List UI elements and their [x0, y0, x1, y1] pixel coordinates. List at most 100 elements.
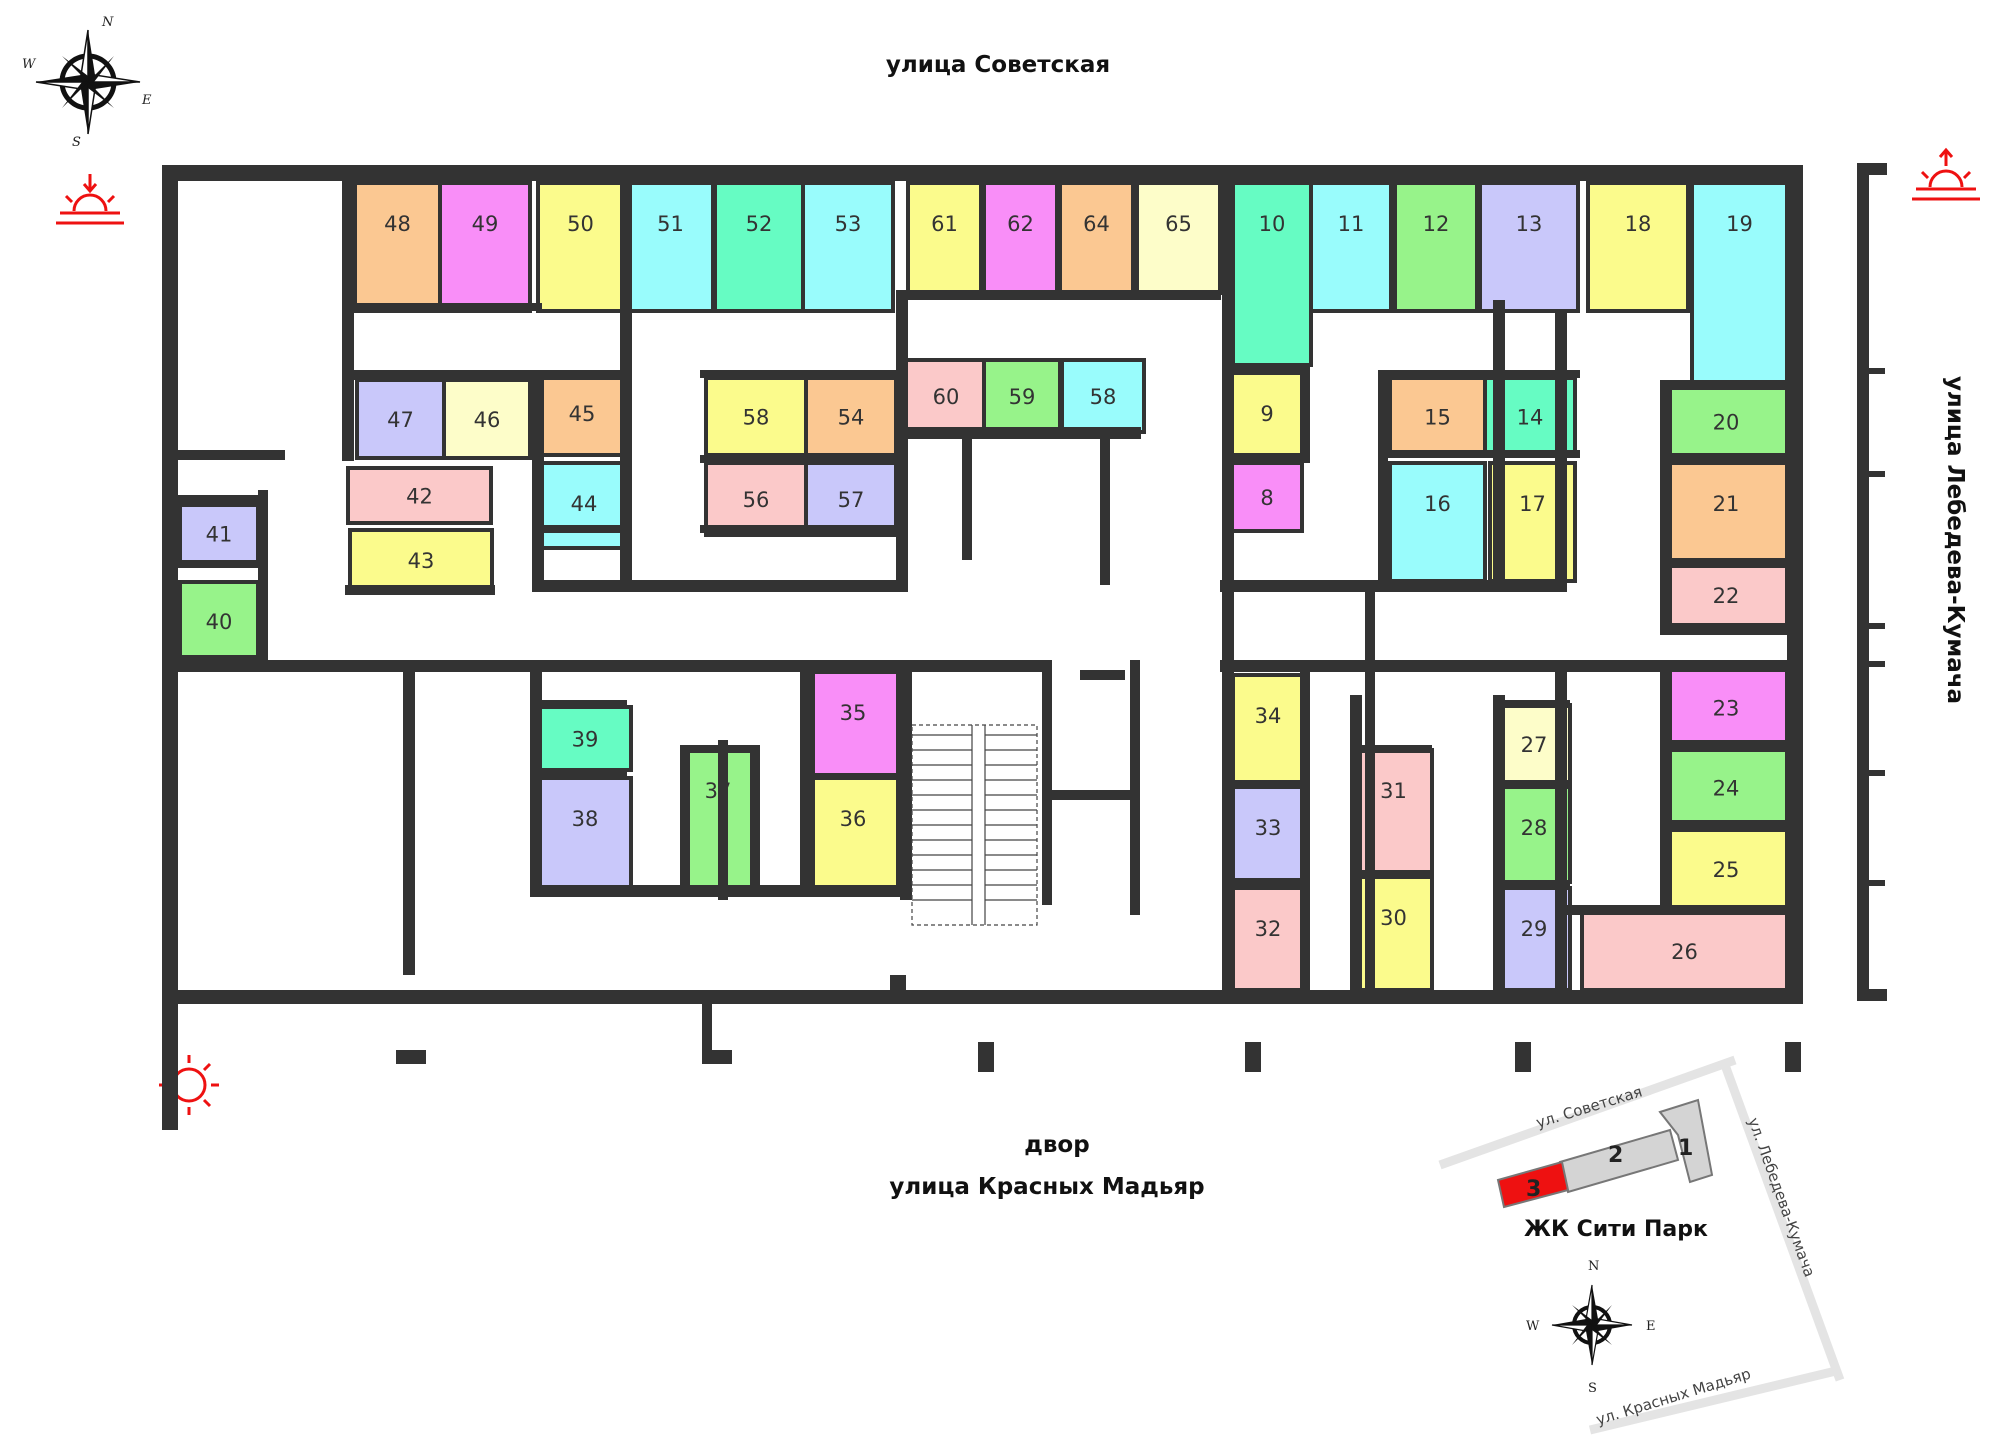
locator-street-top: ул. Советская: [1534, 1082, 1644, 1131]
room-label: 42: [406, 485, 433, 509]
room-34[interactable]: 34: [1231, 673, 1305, 787]
room-fill: [906, 181, 983, 295]
room-26[interactable]: 26: [1580, 910, 1789, 992]
room-label: 40: [206, 610, 233, 634]
room-35[interactable]: 35: [806, 670, 900, 777]
room-47[interactable]: 47: [355, 378, 446, 460]
room-fill: [801, 181, 895, 313]
room-label: 65: [1165, 212, 1192, 236]
room-fill: [348, 528, 494, 592]
room-fill: [1231, 673, 1305, 787]
room-label: 39: [572, 728, 599, 752]
room-58[interactable]: 58: [1060, 358, 1146, 434]
room-54[interactable]: 54: [804, 376, 898, 457]
room-label: 16: [1424, 492, 1451, 516]
room-fill: [1478, 181, 1580, 313]
room-48[interactable]: 48: [353, 181, 442, 313]
locator-compass-s: S: [1588, 1381, 1597, 1396]
room-65[interactable]: 65: [1135, 181, 1222, 295]
room-43[interactable]: 43: [348, 528, 494, 592]
room-11[interactable]: 11: [1309, 181, 1393, 313]
room-label: 53: [835, 212, 862, 236]
room-53[interactable]: 53: [801, 181, 895, 313]
room-25[interactable]: 25: [1663, 828, 1789, 910]
room-12[interactable]: 12: [1393, 181, 1479, 313]
room-label: 13: [1516, 212, 1543, 236]
room-49[interactable]: 49: [438, 181, 532, 313]
locator-map: 2 1 3 ул. Советская ул. Лебедева-Кумача …: [1438, 1055, 1845, 1435]
room-36[interactable]: 36: [806, 776, 900, 890]
room-label: 56: [743, 488, 770, 512]
room-45[interactable]: 45: [536, 371, 628, 457]
svg-text:2: 2: [1608, 1143, 1623, 1168]
room-10[interactable]: 10: [1231, 181, 1313, 367]
room-24[interactable]: 24: [1663, 748, 1789, 827]
room-60[interactable]: 60: [904, 358, 988, 434]
room-57[interactable]: 57: [804, 461, 898, 537]
room-44[interactable]: 44: [538, 461, 630, 550]
room-label: 48: [384, 212, 411, 236]
room-label: 29: [1521, 917, 1548, 941]
room-46[interactable]: 46: [442, 378, 532, 460]
room-52[interactable]: 52: [713, 181, 805, 313]
room-41[interactable]: 41: [178, 503, 260, 564]
room-label: 12: [1423, 212, 1450, 236]
room-51[interactable]: 51: [626, 181, 715, 313]
room-23[interactable]: 23: [1663, 668, 1789, 747]
room-40[interactable]: 40: [178, 580, 260, 662]
room-16[interactable]: 16: [1388, 461, 1487, 583]
room-fill: [982, 181, 1059, 295]
room-50[interactable]: 50: [536, 181, 625, 313]
room-20[interactable]: 20: [1663, 386, 1789, 457]
sunrise-icon: [1912, 147, 1980, 201]
room-fill: [1309, 181, 1393, 313]
building-3-highlighted: 3: [1496, 1160, 1570, 1209]
room-label: 11: [1338, 212, 1365, 236]
room-9[interactable]: 9: [1230, 371, 1304, 457]
room-label: 26: [1671, 940, 1698, 964]
room-32[interactable]: 32: [1231, 886, 1305, 992]
room-fill: [353, 181, 442, 313]
room-label: 15: [1424, 406, 1451, 430]
room-18[interactable]: 18: [1586, 181, 1690, 313]
room-label: 51: [657, 212, 684, 236]
street-right-label: улица Лебедева-Кумача: [1942, 376, 1968, 704]
room-42[interactable]: 42: [346, 466, 493, 525]
room-fill: [1663, 668, 1789, 747]
room-label: 19: [1726, 212, 1753, 236]
room-38[interactable]: 38: [537, 776, 633, 890]
compass-n-label: N: [101, 15, 114, 30]
compass-rose-icon: [35, 29, 141, 135]
room-label: 14: [1517, 406, 1544, 430]
staircase: [911, 724, 1038, 926]
room-22[interactable]: 22: [1663, 563, 1789, 627]
room-fill: [704, 461, 808, 537]
room-label: 46: [474, 408, 501, 432]
compass-s-label: S: [72, 135, 81, 150]
room-61[interactable]: 61: [906, 181, 983, 295]
room-56[interactable]: 56: [704, 461, 808, 537]
room-21[interactable]: 21: [1663, 461, 1789, 562]
room-fill: [1663, 828, 1789, 910]
room-15[interactable]: 15: [1388, 376, 1487, 457]
room-label: 24: [1713, 777, 1740, 801]
room-label: 8: [1260, 486, 1273, 510]
room-fill: [346, 466, 493, 525]
room-13[interactable]: 13: [1478, 181, 1580, 313]
svg-text:3: 3: [1526, 1177, 1541, 1202]
room-59[interactable]: 59: [982, 358, 1062, 434]
room-62[interactable]: 62: [982, 181, 1059, 295]
room-8[interactable]: 8: [1230, 461, 1304, 533]
street-bottom-label: улица Красных Мадьяр: [889, 1174, 1204, 1200]
room-label: 44: [571, 492, 598, 516]
room-64[interactable]: 64: [1058, 181, 1135, 295]
room-label: 43: [408, 549, 435, 573]
room-label: 18: [1625, 212, 1652, 236]
room-label: 35: [840, 701, 867, 725]
room-58[interactable]: 58: [704, 376, 808, 457]
room-fill: [442, 378, 532, 460]
room-39[interactable]: 39: [537, 705, 633, 772]
room-19[interactable]: 19: [1690, 181, 1789, 385]
room-33[interactable]: 33: [1231, 785, 1305, 882]
